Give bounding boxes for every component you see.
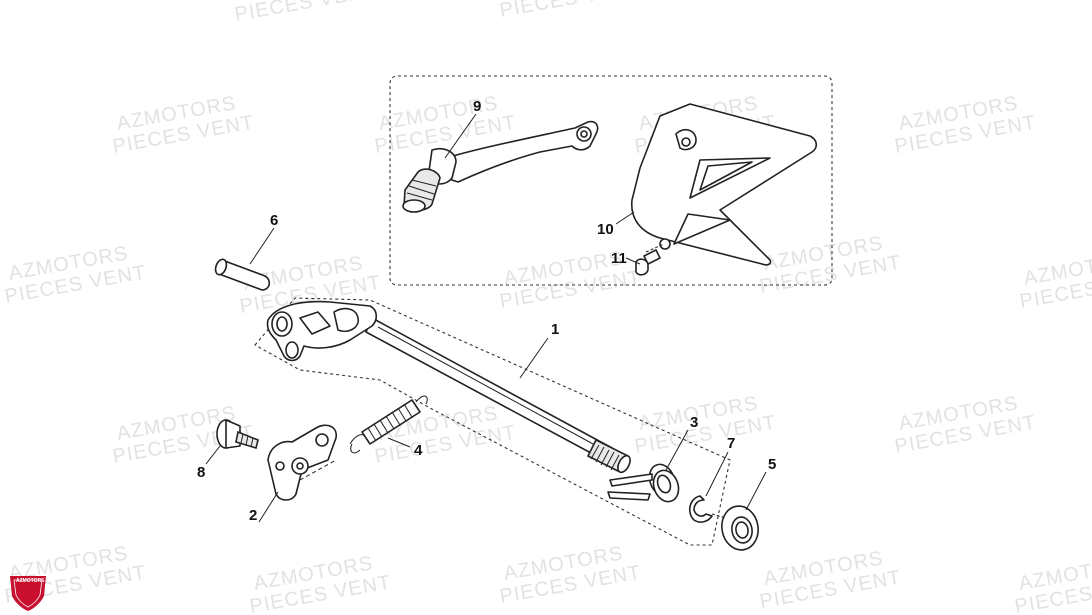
watermark: AZMOTORS PIECES VENT	[758, 232, 903, 298]
callout-3: 3	[690, 414, 698, 431]
callout-5: 5	[768, 456, 776, 473]
azmotors-logo: AZMOTORS	[10, 576, 46, 611]
callout-4: 4	[414, 442, 423, 459]
stopper-plate	[267, 424, 337, 501]
leader-lines	[205, 113, 767, 523]
callout-9: 9	[473, 98, 481, 115]
watermark: AZMOTORS PIECES VENT	[1018, 247, 1092, 313]
circlip	[688, 495, 713, 523]
watermark: AZMOTORS PIECES VENT	[893, 392, 1038, 458]
guard-bolt	[635, 243, 665, 276]
watermark: AZMOTORS PIECES VENT	[233, 0, 378, 26]
callout-11: 11	[611, 250, 627, 267]
watermark: AZMOTORS PIECES VENT	[498, 542, 643, 608]
stopper-bolt	[216, 419, 259, 450]
watermark: AZMOTORS PIECES VENT	[758, 547, 903, 613]
watermark: AZMOTORS PIECES VENT	[111, 92, 256, 158]
gear-shift-pedal	[402, 120, 599, 213]
callout-1: 1	[551, 321, 559, 338]
oil-seal	[711, 505, 759, 551]
return-spring	[349, 395, 428, 454]
torsion-spring	[607, 463, 680, 503]
watermark-line2: PIECES VENT	[233, 0, 378, 26]
pivot-pin	[214, 258, 271, 291]
watermark: AZMOTORS PIECES VENT	[498, 0, 643, 22]
pedal-group-box	[389, 75, 833, 286]
callout-10: 10	[597, 221, 614, 238]
watermark-line2: PIECES VENT	[498, 0, 643, 22]
watermark: AZMOTORS PIECES VENT	[3, 242, 148, 308]
logo-shield	[10, 576, 46, 611]
watermark: AZMOTORS PIECES VENT	[893, 92, 1038, 158]
callout-7: 7	[727, 435, 735, 452]
watermark: AZMOTORS PIECES VENT	[1013, 552, 1092, 615]
watermark: AZMOTORS PIECES VENT	[248, 552, 393, 615]
callout-2: 2	[249, 507, 257, 524]
callout-8: 8	[197, 464, 205, 481]
logo-text: AZMOTORS	[16, 578, 45, 584]
shift-shaft	[266, 300, 631, 474]
watermark: AZMOTORS PIECES VENT	[633, 392, 778, 458]
watermark: AZMOTORS PIECES VENT	[373, 402, 518, 468]
callout-6: 6	[270, 212, 278, 229]
pedal-guard-plate	[631, 103, 818, 266]
